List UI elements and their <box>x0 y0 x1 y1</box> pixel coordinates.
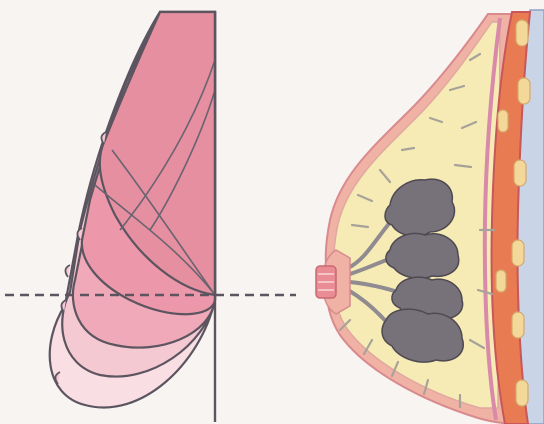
sagittal-section-figure <box>316 10 544 424</box>
lobule-2 <box>386 233 459 278</box>
ptosis-profile-figure <box>50 12 215 422</box>
nipple-areola <box>316 250 350 314</box>
